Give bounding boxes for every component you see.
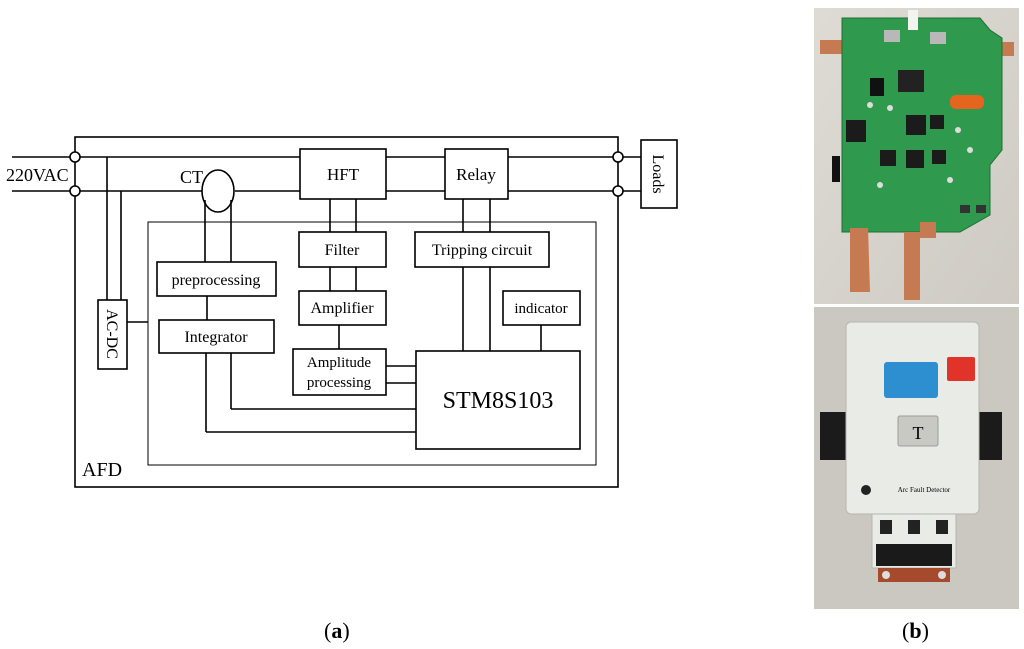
label-relay: Relay	[456, 165, 496, 184]
filter-block	[298, 231, 387, 268]
tripping-block	[414, 231, 550, 268]
amplifier-block	[298, 290, 387, 326]
label-integrator: Integrator	[184, 329, 248, 346]
relay-block	[444, 148, 509, 200]
label-hft: HFT	[327, 165, 360, 184]
terminal-in-bottom	[69, 185, 81, 197]
label-amplifier: Amplifier	[310, 300, 374, 317]
blue-button-icon	[884, 362, 938, 398]
test-button-label: T	[913, 423, 924, 443]
block-diagram	[12, 136, 678, 488]
loads-block	[640, 139, 678, 209]
enclosure-label: Arc Fault Detector	[898, 486, 951, 494]
enclosure-photo: T Arc Fault Detector	[814, 307, 1019, 609]
label-preprocessing: preprocessing	[172, 272, 261, 289]
amplitude-processing-block	[292, 348, 387, 396]
integrator-block	[158, 319, 275, 354]
caption-b: (b)	[902, 618, 929, 643]
preprocessing-block	[156, 261, 277, 297]
caption-a: (a)	[324, 618, 350, 643]
ct-sensor	[201, 169, 235, 213]
terminal-in-top	[69, 151, 81, 163]
label-processing: processing	[307, 375, 372, 391]
indicator-block	[502, 290, 581, 326]
label-mcu: STM8S103	[443, 388, 554, 414]
terminal-out-bottom	[612, 185, 624, 197]
label-supply: 220VAC	[6, 165, 69, 185]
test-button-icon	[897, 415, 939, 447]
label-loads: Loads	[649, 154, 666, 193]
label-filter: Filter	[325, 242, 360, 259]
label-indicator: indicator	[514, 301, 567, 317]
hft-block	[299, 148, 387, 200]
label-tripping: Tripping circuit	[432, 242, 533, 259]
red-button-icon	[947, 357, 975, 381]
afd-outer-box	[74, 136, 619, 488]
terminal-out-top	[612, 151, 624, 163]
mcu-block	[415, 350, 581, 450]
label-afd: AFD	[82, 459, 122, 481]
pcb-photo	[814, 8, 1019, 304]
label-ct: CT	[180, 167, 203, 187]
acdc-block	[97, 299, 128, 370]
label-amplitude: Amplitude	[307, 355, 372, 371]
label-acdc: AC-DC	[103, 309, 120, 359]
diagram-labels: 220VAC CT HFT Relay Loads Filter Trippin…	[6, 154, 666, 481]
afd-inner-box	[147, 221, 597, 466]
